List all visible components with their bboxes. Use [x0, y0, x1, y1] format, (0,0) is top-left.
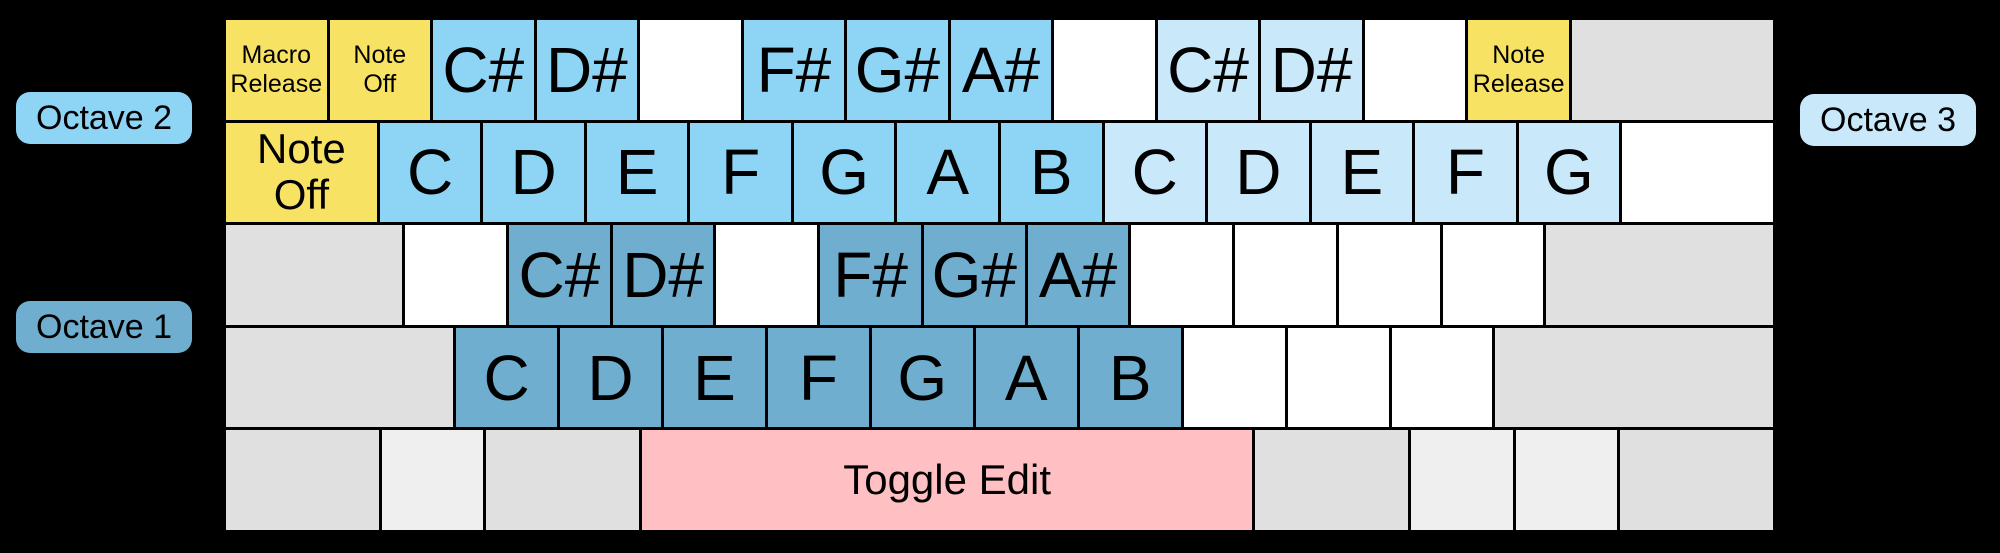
key-c: C: [1104, 122, 1206, 223]
key-a: A: [897, 122, 998, 223]
key-blank: [405, 225, 507, 325]
key-toggle-edit: Toggle Edit: [641, 430, 1253, 530]
key-a: A: [975, 327, 1077, 428]
key-blank: [1235, 225, 1336, 325]
key-d-sharp: D#: [536, 20, 638, 120]
key-blank: [1410, 430, 1513, 530]
key-g-sharp: G#: [847, 20, 948, 120]
key-blank: [1255, 430, 1408, 530]
key-b: B: [1079, 327, 1181, 428]
key-blank: [640, 20, 741, 120]
key-blank: [226, 430, 379, 530]
octave-2-label: Octave 2: [16, 92, 193, 144]
key-c-sharp: C#: [1157, 20, 1259, 120]
key-c-sharp: C#: [433, 20, 534, 120]
key-a-sharp: A#: [950, 20, 1052, 120]
key-blank: [1515, 430, 1618, 530]
key-blank: [1364, 20, 1466, 120]
keyboard-row-5: Toggle Edit: [226, 430, 1773, 530]
key-f: F: [690, 122, 791, 223]
key-e: E: [663, 327, 765, 428]
key-blank: [486, 430, 639, 530]
key-g: G: [793, 122, 895, 223]
key-blank: [1131, 225, 1233, 325]
key-blank: [1620, 430, 1773, 530]
key-blank: [226, 327, 454, 428]
key-d-sharp: D#: [1261, 20, 1362, 120]
key-f: F: [1415, 122, 1516, 223]
key-c: C: [456, 327, 558, 428]
key-blank: [1287, 327, 1389, 428]
key-macro-release: Macro Release: [226, 20, 327, 120]
octave-3-label: Octave 3: [1800, 94, 1977, 146]
key-d: D: [1208, 122, 1309, 223]
key-blank: [1391, 327, 1493, 428]
key-a-sharp: A#: [1027, 225, 1129, 325]
key-f-sharp: F#: [820, 225, 921, 325]
key-blank: [716, 225, 818, 325]
key-blank: [1054, 20, 1155, 120]
key-f-sharp: F#: [743, 20, 845, 120]
key-blank: [1183, 327, 1285, 428]
key-blank: [1338, 225, 1440, 325]
key-blank: [1622, 122, 1773, 223]
key-c: C: [379, 122, 481, 223]
key-d-sharp: D#: [612, 225, 714, 325]
key-g-sharp: G#: [923, 225, 1025, 325]
key-note-off: Note Off: [329, 20, 431, 120]
key-blank: [1571, 20, 1773, 120]
keyboard-row-3: C#D# F#G#A#: [226, 225, 1774, 325]
key-c-sharp: C#: [509, 225, 610, 325]
key-d: D: [560, 327, 661, 428]
key-d: D: [483, 122, 584, 223]
key-e: E: [1311, 122, 1413, 223]
octave-1-label: Octave 1: [16, 301, 193, 353]
key-blank: [1442, 225, 1544, 325]
key-note-release: Note Release: [1468, 20, 1569, 120]
key-e: E: [586, 122, 688, 223]
key-g: G: [1518, 122, 1620, 223]
key-blank: [1546, 225, 1774, 325]
key-note-off: Note Off: [226, 122, 377, 223]
key-b: B: [1000, 122, 1102, 223]
key-f: F: [767, 327, 869, 428]
key-g: G: [871, 327, 973, 428]
key-blank: [381, 430, 484, 530]
key-blank: [1495, 327, 1774, 428]
key-blank: [226, 225, 403, 325]
